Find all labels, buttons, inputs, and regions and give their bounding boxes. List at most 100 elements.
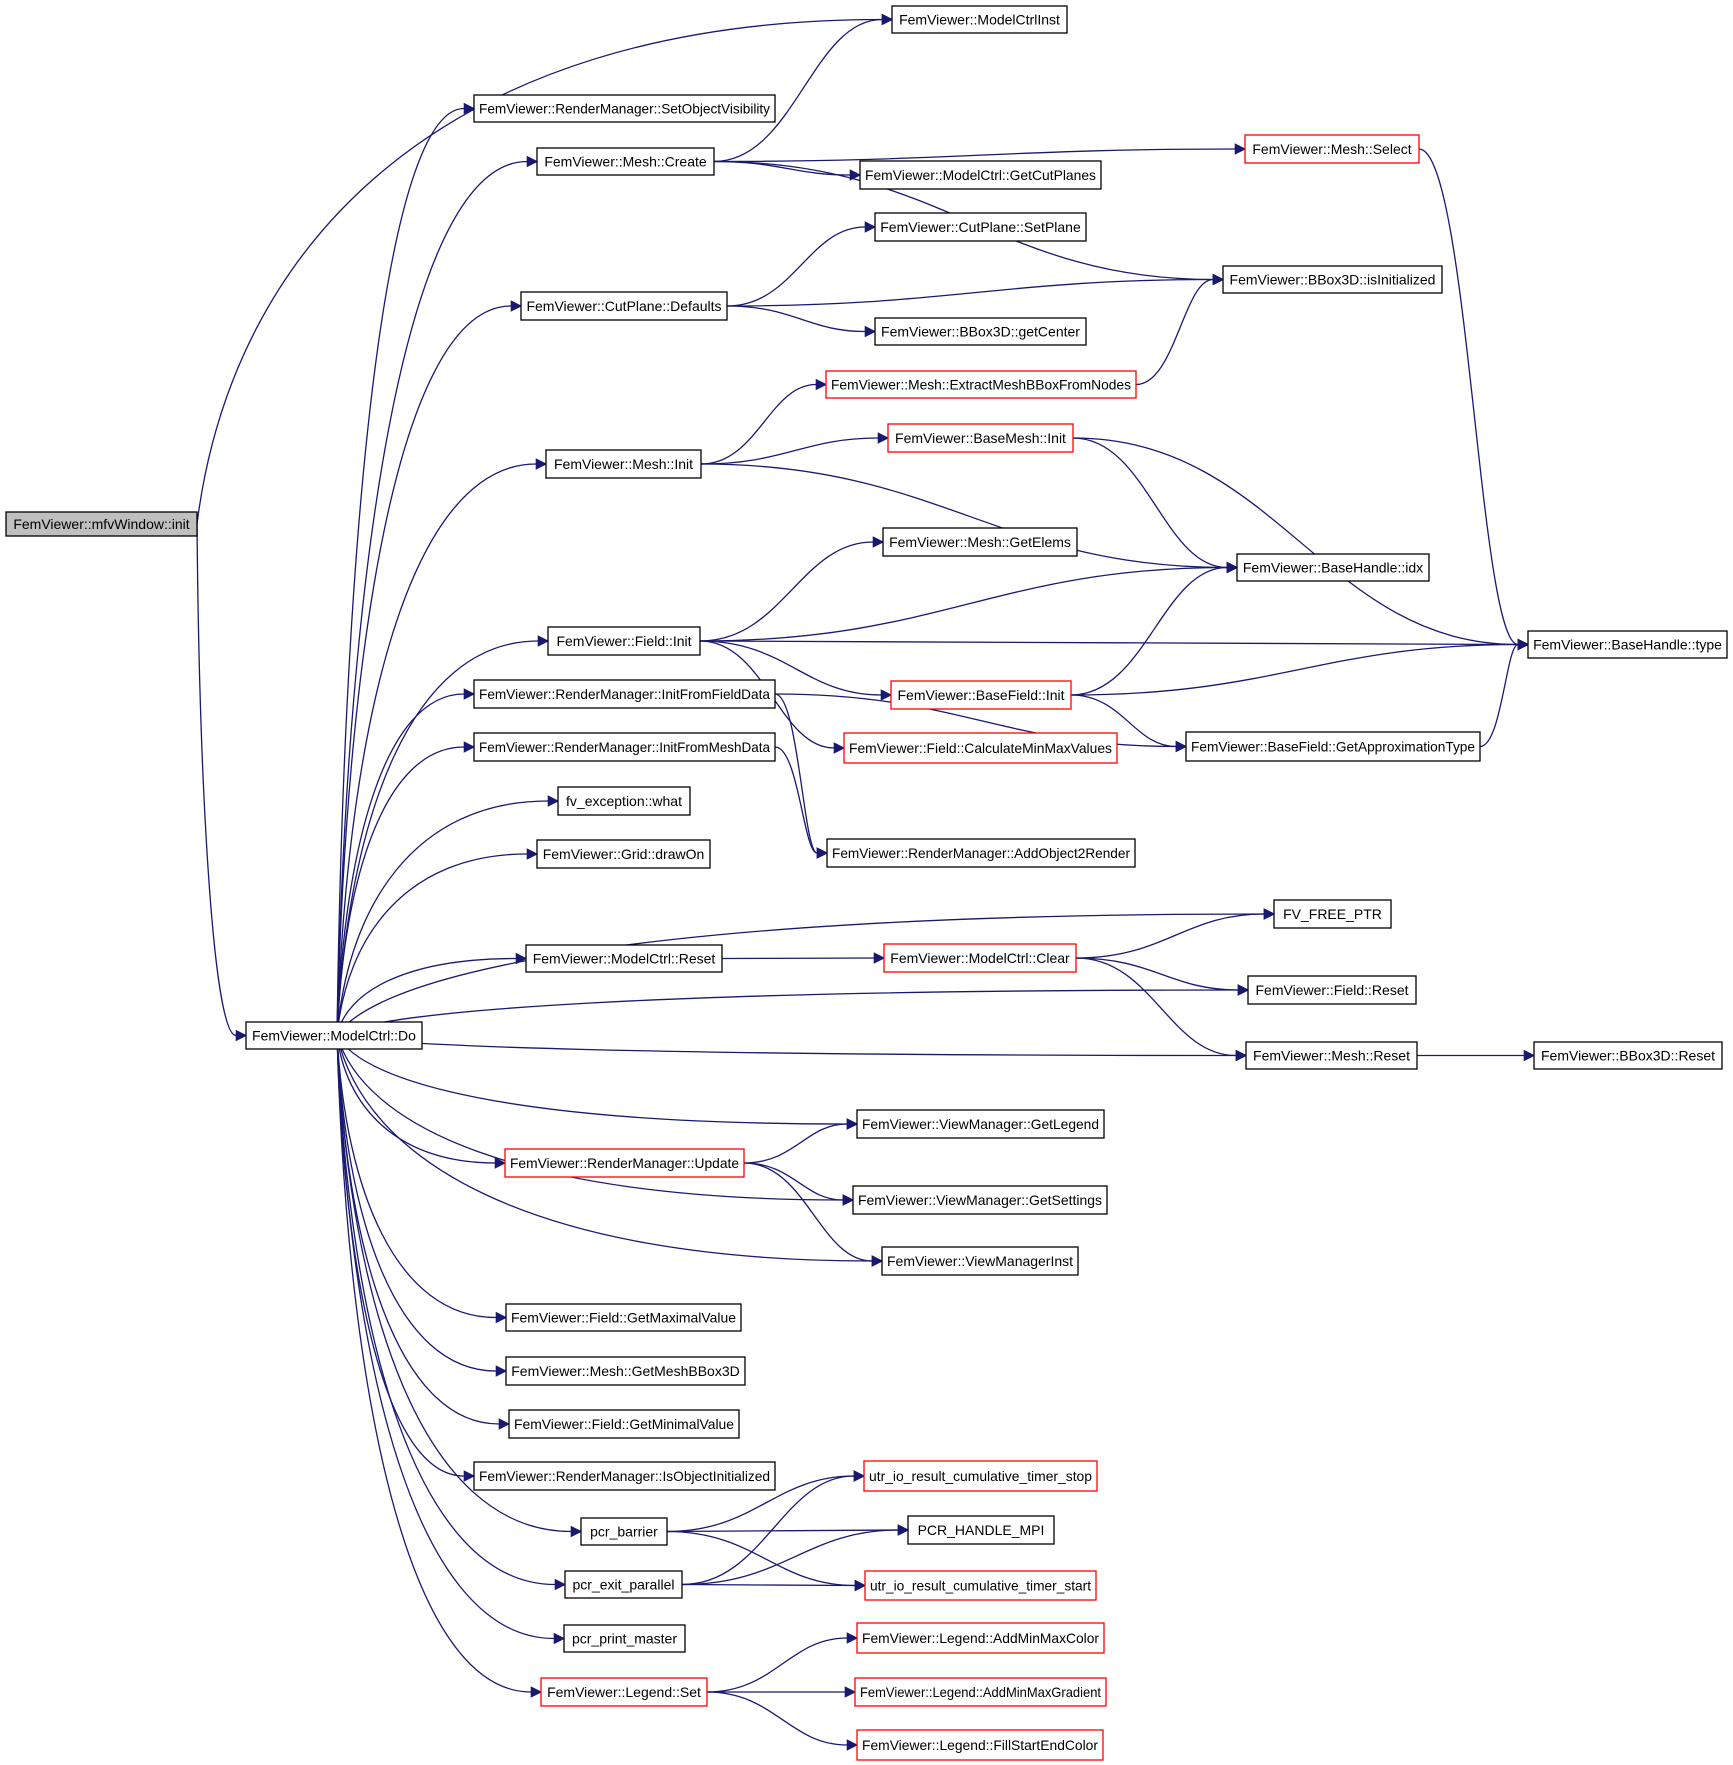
node-printmaster[interactable]: pcr_print_master	[563, 1624, 686, 1653]
node-box	[881, 1246, 1079, 1276]
node-calcminmax[interactable]: FemViewer::Field::CalculateMinMaxValues	[843, 732, 1118, 764]
edge-do-to-vminst	[336, 1034, 873, 1262]
node-label: FemViewer::ModelCtrl::GetCutPlanes	[865, 167, 1096, 183]
node-legendset[interactable]: FemViewer::Legend::Set	[540, 1677, 708, 1707]
node-box	[545, 449, 702, 479]
node-initfield[interactable]: FemViewer::RenderManager::InitFromFieldD…	[473, 679, 776, 709]
node-meshinit[interactable]: FemViewer::Mesh::Init	[545, 449, 702, 479]
edge-fieldinit-to-getelems	[699, 541, 874, 642]
arrowhead-do-to-initfield	[463, 688, 476, 700]
node-box	[1533, 1041, 1723, 1070]
edge-initmesh-to-addobj	[774, 746, 818, 854]
node-getmin[interactable]: FemViewer::Field::GetMinimalValue	[508, 1409, 740, 1439]
node-idx[interactable]: FemViewer::BaseHandle::idx	[1236, 553, 1430, 582]
node-setplane[interactable]: FemViewer::CutPlane::SetPlane	[874, 212, 1087, 242]
node-timerstart[interactable]: utr_io_result_cumulative_timer_start	[864, 1570, 1097, 1601]
node-box	[1273, 899, 1392, 929]
node-initmesh[interactable]: FemViewer::RenderManager::InitFromMeshDa…	[473, 732, 776, 762]
node-isobjinit[interactable]: FemViewer::RenderManager::IsObjectInitia…	[473, 1461, 776, 1491]
node-getlegend[interactable]: FemViewer::ViewManager::GetLegend	[856, 1109, 1105, 1139]
node-box	[874, 212, 1087, 242]
node-box	[1247, 975, 1417, 1005]
node-label: PCR_HANDLE_MPI	[918, 1522, 1045, 1538]
edge-legendset-to-addcolor	[706, 1637, 848, 1693]
node-basemeshinit[interactable]: FemViewer::BaseMesh::Init	[887, 423, 1074, 453]
node-what[interactable]: fv_exception::what	[557, 786, 691, 816]
node-meshcreate[interactable]: FemViewer::Mesh::Create	[536, 147, 715, 176]
edge-do-to-cutdef	[336, 305, 512, 1036]
node-box	[473, 732, 776, 762]
node-drawon[interactable]: FemViewer::Grid::drawOn	[536, 839, 711, 869]
node-isinit[interactable]: FemViewer::BBox3D::isInitialized	[1222, 265, 1443, 294]
node-getsettings[interactable]: FemViewer::ViewManager::GetSettings	[852, 1185, 1108, 1215]
node-box	[882, 527, 1078, 557]
arrowhead-do-to-meshinit	[535, 458, 548, 470]
arrowhead-legendset-to-addcolor	[846, 1632, 859, 1644]
edge-do-to-setvis	[336, 107, 465, 1036]
node-box	[826, 838, 1136, 868]
node-getcut[interactable]: FemViewer::ModelCtrl::GetCutPlanes	[859, 160, 1102, 190]
node-getcenter[interactable]: FemViewer::BBox3D::getCenter	[874, 317, 1087, 346]
node-meshselect[interactable]: FemViewer::Mesh::Select	[1244, 134, 1420, 164]
node-addcolor[interactable]: FemViewer::Legend::AddMinMaxColor	[856, 1622, 1105, 1654]
node-label: FemViewer::BaseHandle::type	[1533, 637, 1722, 653]
node-exitpar[interactable]: pcr_exit_parallel	[564, 1570, 683, 1599]
node-ctrlinst[interactable]: FemViewer::ModelCtrlInst	[891, 5, 1068, 34]
node-do[interactable]: FemViewer::ModelCtrl::Do	[245, 1021, 423, 1050]
edge-ctrlclear-to-freeptr	[1075, 913, 1265, 959]
node-box	[859, 160, 1102, 190]
node-cutdef[interactable]: FemViewer::CutPlane::Defaults	[520, 291, 728, 321]
arrowhead-meshinit-to-extract	[815, 378, 828, 391]
node-bboxreset[interactable]: FemViewer::BBox3D::Reset	[1533, 1041, 1723, 1070]
node-label: FemViewer::Grid::drawOn	[543, 846, 705, 862]
node-box	[890, 680, 1072, 710]
node-ctrlclear[interactable]: FemViewer::ModelCtrl::Clear	[883, 943, 1077, 973]
node-getapprox[interactable]: FemViewer::BaseField::GetApproximationTy…	[1185, 731, 1481, 762]
node-box	[1185, 731, 1481, 762]
node-fieldinit[interactable]: FemViewer::Field::Init	[547, 626, 701, 656]
node-addobj[interactable]: FemViewer::RenderManager::AddObject2Rend…	[826, 838, 1136, 868]
node-ctrlreset[interactable]: FemViewer::ModelCtrl::Reset	[525, 944, 723, 973]
arrowhead-initmesh-to-addobj	[816, 847, 829, 859]
node-label: FemViewer::Mesh::GetElems	[889, 534, 1071, 550]
node-box	[887, 423, 1074, 453]
node-barrier[interactable]: pcr_barrier	[580, 1517, 668, 1546]
arrowhead-do-to-printmaster	[553, 1632, 566, 1645]
node-handlempi[interactable]: PCR_HANDLE_MPI	[907, 1515, 1055, 1545]
node-rmupdate[interactable]: FemViewer::RenderManager::Update	[504, 1148, 745, 1178]
arrowhead-ctrlclear-to-meshreset	[1235, 1049, 1248, 1062]
node-label: FemViewer::CutPlane::Defaults	[526, 298, 721, 314]
node-fillstart[interactable]: FemViewer::Legend::FillStartEndColor	[856, 1729, 1104, 1761]
node-getbbox[interactable]: FemViewer::Mesh::GetMeshBBox3D	[505, 1356, 746, 1386]
arrowhead-legendset-to-fillstart	[846, 1739, 859, 1751]
edge-do-to-initmesh	[336, 746, 465, 1036]
node-box	[883, 943, 1077, 973]
node-meshreset[interactable]: FemViewer::Mesh::Reset	[1245, 1041, 1418, 1070]
edge-meshinit-to-extract	[700, 383, 817, 465]
node-getelems[interactable]: FemViewer::Mesh::GetElems	[882, 527, 1078, 557]
arrowhead-ctrlreset-to-ctrlclear	[873, 952, 886, 964]
node-label: FemViewer::BaseField::Init	[897, 687, 1064, 703]
node-vminst[interactable]: FemViewer::ViewManagerInst	[881, 1246, 1079, 1276]
edge-do-to-meshreset	[336, 1034, 1237, 1057]
node-type[interactable]: FemViewer::BaseHandle::type	[1527, 630, 1728, 659]
node-getmax[interactable]: FemViewer::Field::GetMaximalValue	[505, 1303, 742, 1332]
node-basefieldinit[interactable]: FemViewer::BaseField::Init	[890, 680, 1072, 710]
edge-barrier-to-handlempi	[666, 1529, 899, 1533]
arrowhead-exitpar-to-handlempi	[897, 1524, 910, 1536]
node-addgrad[interactable]: FemViewer::Legend::AddMinMaxGradient	[854, 1677, 1107, 1707]
node-root[interactable]: FemViewer::mfvWindow::init	[5, 511, 198, 537]
edge-meshcreate-to-meshselect	[713, 148, 1236, 163]
node-extract[interactable]: FemViewer::Mesh::ExtractMeshBBoxFromNode…	[825, 370, 1137, 399]
node-label: FemViewer::Legend::Set	[547, 1684, 701, 1700]
node-label: pcr_barrier	[590, 1524, 658, 1540]
edge-meshselect-to-type	[1418, 148, 1519, 646]
node-timerstop[interactable]: utr_io_result_cumulative_timer_stop	[863, 1460, 1098, 1492]
node-freeptr[interactable]: FV_FREE_PTR	[1273, 899, 1392, 929]
node-label: FemViewer::Mesh::GetMeshBBox3D	[511, 1363, 740, 1379]
node-fieldreset[interactable]: FemViewer::Field::Reset	[1247, 975, 1417, 1005]
edge-cutdef-to-getcenter	[726, 305, 866, 333]
node-box	[1527, 630, 1728, 659]
edge-meshinit-to-idx	[700, 463, 1228, 569]
node-setvis[interactable]: FemViewer::RenderManager::SetObjectVisib…	[473, 94, 776, 123]
